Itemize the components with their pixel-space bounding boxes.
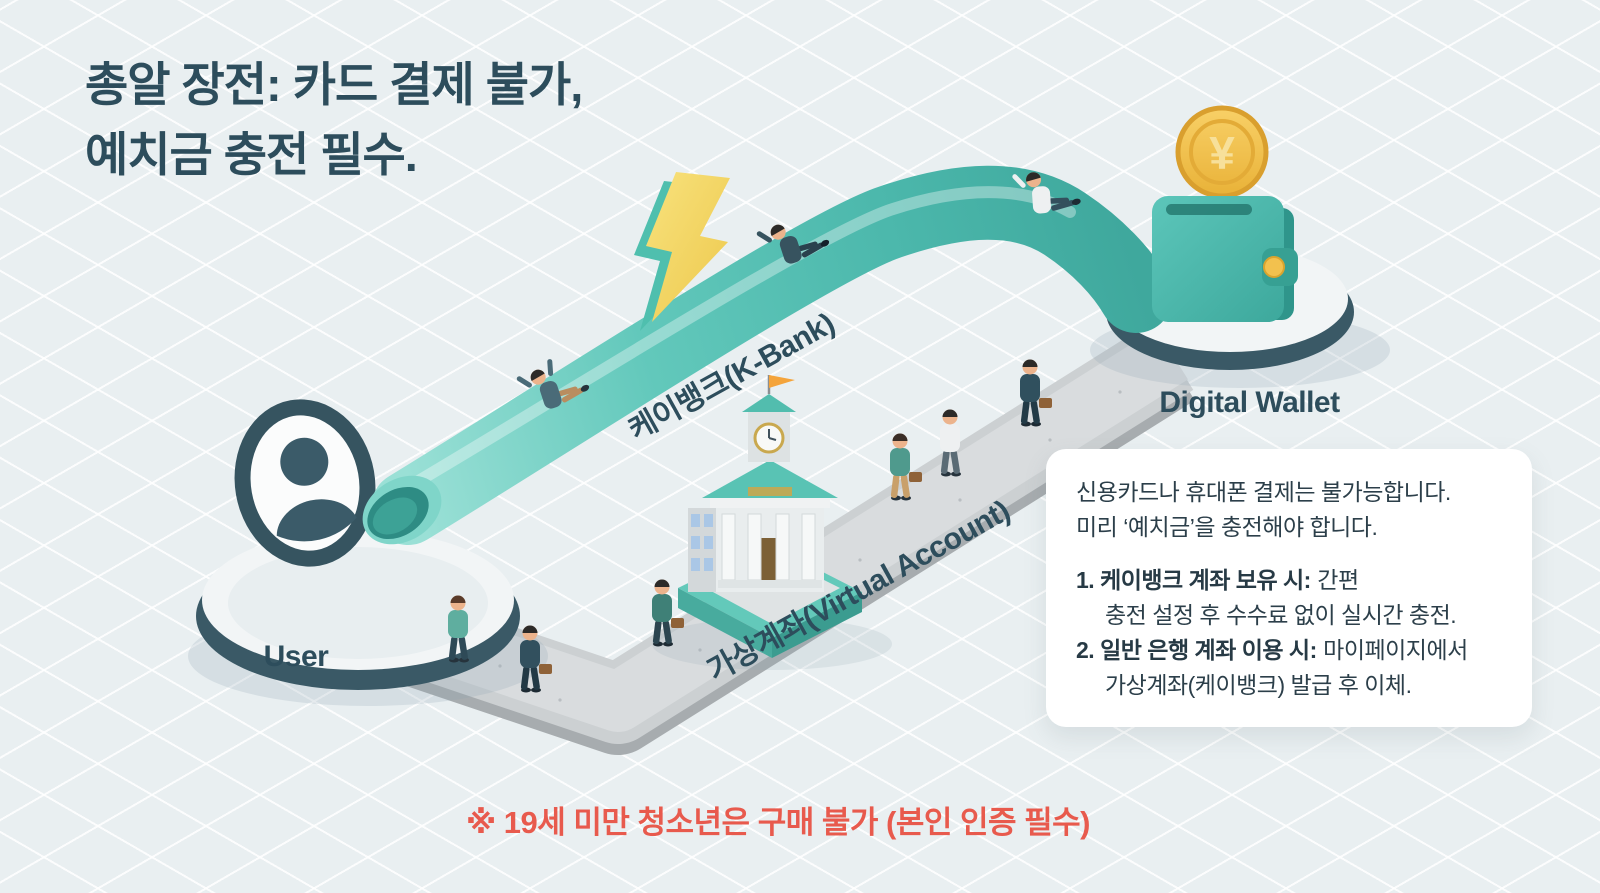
person-sliding bbox=[1012, 172, 1081, 214]
info-item-2-lead: 2. 일반 은행 계좌 이용 시: bbox=[1076, 637, 1317, 663]
info-card-spacer bbox=[1076, 545, 1502, 563]
yen-symbol: ¥ bbox=[1209, 127, 1235, 179]
yen-coin-icon: ¥ bbox=[1175, 105, 1269, 199]
info-item-1: 1. 케이뱅크 계좌 보유 시:간편 bbox=[1076, 563, 1502, 598]
info-card: 신용카드나 휴대폰 결제는 불가능합니다. 미리 ‘예치금’을 충전해야 합니다… bbox=[1046, 449, 1532, 727]
person-figure bbox=[652, 579, 684, 647]
lightning-bolt-icon bbox=[634, 172, 730, 331]
digital-wallet-label: Digital Wallet bbox=[1159, 386, 1340, 419]
walkway-people bbox=[448, 359, 1052, 693]
person-figure bbox=[448, 595, 469, 663]
kbank-tube bbox=[362, 165, 1173, 545]
bank-columns bbox=[718, 513, 822, 588]
person-figure bbox=[1020, 359, 1052, 427]
info-item-1-lead: 1. 케이뱅크 계좌 보유 시: bbox=[1076, 567, 1311, 593]
bank-windows bbox=[691, 514, 713, 571]
person-sliding bbox=[756, 224, 830, 264]
info-item-2-rest: 마이페이지에서 bbox=[1323, 637, 1468, 663]
person-figure bbox=[890, 433, 922, 501]
bank-building-icon bbox=[652, 375, 892, 670]
info-item-1-rest: 간편 bbox=[1317, 567, 1359, 593]
info-intro-line-1: 신용카드나 휴대폰 결제는 불가능합니다. bbox=[1076, 479, 1451, 505]
person-sliding bbox=[516, 359, 590, 409]
age-restriction-warning: ※ 19세 미만 청소년은 구매 불가 (본인 인증 필수) bbox=[465, 805, 1091, 840]
info-intro-line-2: 미리 ‘예치금’을 충전해야 합니다. bbox=[1076, 514, 1378, 540]
info-item-1-cont: 충전 설정 후 수수료 없이 실시간 충전. bbox=[1105, 602, 1457, 628]
user-node-label: User bbox=[263, 640, 329, 673]
title-line-2: 예치금 충전 필수. bbox=[85, 128, 418, 181]
info-item-2: 2. 일반 은행 계좌 이용 시:마이페이지에서 bbox=[1076, 633, 1502, 668]
info-item-2-cont: 가상계좌(케이뱅크) 발급 후 이체. bbox=[1105, 672, 1412, 698]
tube-people bbox=[516, 172, 1081, 409]
user-avatar-icon bbox=[234, 399, 376, 567]
person-figure bbox=[940, 409, 961, 477]
person-figure bbox=[520, 625, 552, 693]
wallet-icon bbox=[1152, 196, 1298, 322]
title-line-1: 총알 장전: 카드 결제 불가, bbox=[85, 58, 583, 111]
page-title: 총알 장전: 카드 결제 불가, 예치금 충전 필수. bbox=[85, 50, 583, 190]
